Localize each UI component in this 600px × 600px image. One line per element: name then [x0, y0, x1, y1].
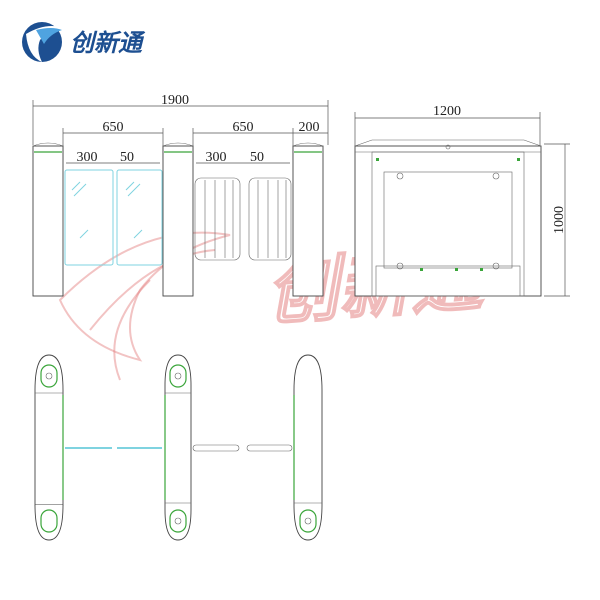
- dim-side-height: 1000: [552, 206, 567, 234]
- plan-left-post: [34, 354, 64, 506]
- front-view: [32, 142, 324, 297]
- plan-right-post: [293, 354, 323, 541]
- dim-left-module: 650: [103, 120, 124, 135]
- dim-left-sub-b: 50: [120, 150, 134, 165]
- middle-post: [162, 145, 194, 297]
- dim-right-sub-b: 50: [250, 150, 264, 165]
- dim-left-sub-a: 300: [77, 150, 98, 165]
- dim-end-post: 200: [299, 120, 320, 135]
- plan-middle-post: [164, 354, 192, 541]
- dim-right-module: 650: [233, 120, 254, 135]
- dim-overall-width: 1900: [161, 93, 189, 108]
- side-view: 1200 1000: [354, 104, 570, 297]
- dim-side-width: 1200: [433, 104, 461, 119]
- plan-bar-gate-right: [246, 444, 293, 452]
- dim-right-sub-a: 300: [206, 150, 227, 165]
- left-post: [32, 145, 64, 297]
- right-post: [292, 145, 324, 297]
- brand-logo: 创新通: [22, 22, 146, 62]
- plan-view: [34, 354, 323, 541]
- front-dimensions: 1900 650 650 200 300 50 300 50: [32, 93, 329, 165]
- plan-bar-gate-left: [192, 444, 240, 452]
- bar-gate-panels: [194, 177, 292, 261]
- bird-wing-logo-icon: [22, 22, 64, 62]
- brand-name: 创新通: [70, 29, 146, 57]
- glass-wing-panels: [64, 169, 163, 266]
- side-housing: [354, 145, 542, 297]
